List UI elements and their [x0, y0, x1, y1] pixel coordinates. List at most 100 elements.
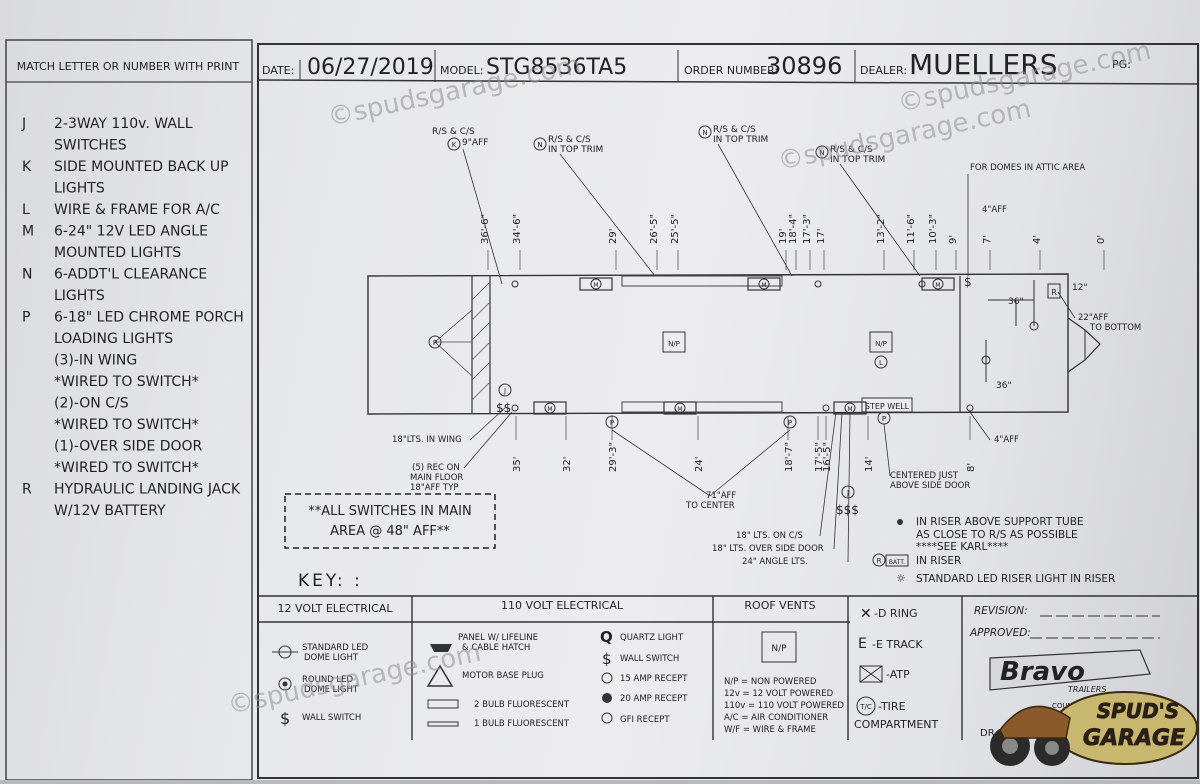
svg-text:Bravo: Bravo — [1000, 657, 1085, 687]
sidebar-letter: K — [22, 159, 32, 175]
svg-text:R: R — [1051, 288, 1057, 297]
svg-text:COMPARTMENT: COMPARTMENT — [854, 718, 939, 731]
trailer-tongue — [1067, 317, 1101, 373]
angle-light-m-letter: M — [677, 406, 682, 413]
angle-light-m-letter: M — [935, 282, 940, 289]
angle-light-m-symbol — [674, 402, 686, 414]
angle-light-m — [579, 277, 613, 291]
sidebar-item-line: (3)-IN WING — [54, 353, 137, 369]
roof-vent-np-1 — [662, 331, 686, 353]
sidebar-item-line: LIGHTS — [54, 181, 105, 197]
n-marker-3 — [815, 145, 829, 159]
roof-vent-np-2-label: N/P — [875, 340, 887, 348]
trailer-outline — [367, 273, 1069, 415]
sidebar-item-line: *WIRED TO SWITCH* — [54, 374, 199, 390]
callout-rec-2: MAIN FLOOR — [410, 473, 463, 483]
dim-36-lower: 36" — [996, 381, 1012, 391]
sidebar-item-line: LOADING LIGHTS — [54, 331, 173, 347]
legend-110v-title: 110 VOLT ELECTRICAL — [501, 599, 624, 612]
callout-4aff-bottom: 4"AFF — [994, 435, 1019, 445]
clearance-light — [918, 280, 926, 288]
svg-text:N: N — [702, 129, 707, 137]
dimension-label-top: 7' — [982, 235, 993, 244]
dimension-label-top: 4' — [1032, 235, 1043, 244]
callout-71aff-1: 71"AFF — [706, 491, 736, 501]
order-value: 30896 — [766, 52, 842, 80]
svg-text:P: P — [433, 339, 437, 347]
svg-text:QUARTZ LIGHT: QUARTZ LIGHT — [620, 633, 684, 643]
title-block-header: DATE: 06/27/2019 MODEL: STG8536TA5 ORDER… — [262, 48, 1131, 82]
callout-k-line-1: R/S & C/S — [432, 127, 475, 137]
callout-centered-2: ABOVE SIDE DOOR — [890, 481, 970, 491]
switch-note-line-2: AREA @ 48" AFF** — [330, 524, 450, 539]
porch-light-markers: P P P J $$$ $ — [605, 275, 972, 517]
key-label: KEY: : — [298, 571, 363, 591]
callout-notes: R/S & C/S 9"AFF K N R/S & C/S IN TOP TRI… — [392, 125, 1141, 567]
svg-text:DOME LIGHT: DOME LIGHT — [304, 685, 359, 695]
svg-text:$: $ — [280, 709, 290, 728]
step-well-label: STEP WELL — [865, 402, 910, 411]
callout-22aff-2: TO BOTTOM — [1089, 323, 1141, 333]
model-value: STG8536TA5 — [486, 55, 627, 80]
roof-vents-title: ROOF VENTS — [744, 599, 815, 612]
svg-text:MOTOR BASE PLUG: MOTOR BASE PLUG — [462, 671, 544, 681]
svg-text:☼: ☼ — [896, 572, 906, 585]
dimension-label-bottom: 8' — [966, 463, 977, 472]
header-divider — [257, 79, 1199, 85]
svg-text:GFI RECEPT: GFI RECEPT — [620, 715, 670, 725]
svg-text:WALL SWITCH: WALL SWITCH — [302, 713, 361, 723]
callout-rec-3: 18"AFF TYP — [410, 483, 459, 493]
svg-text:GARAGE: GARAGE — [1083, 726, 1185, 751]
svg-text:IN RISER: IN RISER — [916, 555, 961, 567]
svg-text:E: E — [858, 636, 867, 652]
roof-vent-np-1-label: N/P — [668, 340, 680, 348]
svg-text:-ATP: -ATP — [886, 668, 910, 681]
svg-text:-D RING: -D RING — [874, 607, 918, 620]
legend-grid — [258, 595, 1198, 740]
spuds-garage-logo: SPUD'S GARAGE — [990, 691, 1198, 766]
date-label: DATE: — [262, 64, 294, 77]
svg-text:TRAILERS: TRAILERS — [1068, 685, 1106, 694]
angle-light-m-letter: M — [847, 406, 852, 413]
interior-dims — [985, 280, 1035, 382]
dimension-label-top: 29' — [608, 229, 619, 244]
switch-j-rear — [498, 383, 512, 397]
svg-text:20 AMP RECEPT: 20 AMP RECEPT — [620, 694, 688, 704]
svg-text:N/P = NON POWERED: N/P = NON POWERED — [724, 677, 817, 687]
svg-text:A/C = AIR CONDITIONER: A/C = AIR CONDITIONER — [724, 713, 828, 723]
order-label: ORDER NUMBER: — [684, 64, 778, 77]
angle-light-m-letter: M — [593, 282, 598, 289]
dimension-label-bottom: 14' — [864, 457, 875, 472]
sidebar-item-line: W/12V BATTERY — [54, 503, 166, 519]
svg-text:& CABLE HATCH: & CABLE HATCH — [462, 643, 530, 653]
legend-roof-vents: ROOF VENTS N/P N/P = NON POWERED 12v = 1… — [724, 599, 844, 735]
dimension-label-top: 26'-5" — [649, 214, 660, 244]
angle-light-m-symbol — [590, 278, 602, 290]
dimension-label-bottom: 35' — [512, 457, 523, 472]
sidebar-letter: N — [22, 267, 32, 283]
svg-text:W/F = WIRE & FRAME: W/F = WIRE & FRAME — [724, 725, 816, 735]
callout-wing: 18"LTS. IN WING — [392, 435, 462, 445]
sidebar-item-line: 2-3WAY 110v. WALL — [54, 116, 193, 132]
svg-text:Q: Q — [600, 628, 613, 646]
svg-text:AS CLOSE TO R/S AS POSSIBLE: AS CLOSE TO R/S AS POSSIBLE — [916, 529, 1078, 541]
callout-n3-line-1: R/S & C/S — [830, 145, 873, 155]
n-marker-2 — [698, 125, 712, 139]
model-label: MODEL: — [440, 64, 483, 77]
sidebar-item-line: SWITCHES — [54, 138, 127, 154]
angle-light-m-symbol — [758, 278, 770, 290]
angle-light-m — [663, 401, 697, 415]
angle-light-m — [747, 277, 781, 291]
legend-12v: 12 VOLT ELECTRICAL $ STANDARD LED DOME L… — [272, 602, 393, 728]
callout-rec-1: (5) REC ON — [412, 463, 460, 473]
svg-text:DOME LIGHT: DOME LIGHT — [304, 653, 359, 663]
switch-note-box — [284, 493, 496, 549]
svg-text:P: P — [610, 419, 614, 427]
dealer-label: DEALER: — [860, 64, 907, 77]
sidebar-letter: R — [22, 482, 32, 498]
sidebar-item-line: HYDRAULIC LANDING JACK — [54, 482, 241, 498]
sidebar-item-line: *WIRED TO SWITCH* — [54, 460, 199, 476]
wall-switch-side-icon: $$$ — [836, 503, 859, 517]
dimension-label-top: 25'-5" — [670, 214, 681, 244]
